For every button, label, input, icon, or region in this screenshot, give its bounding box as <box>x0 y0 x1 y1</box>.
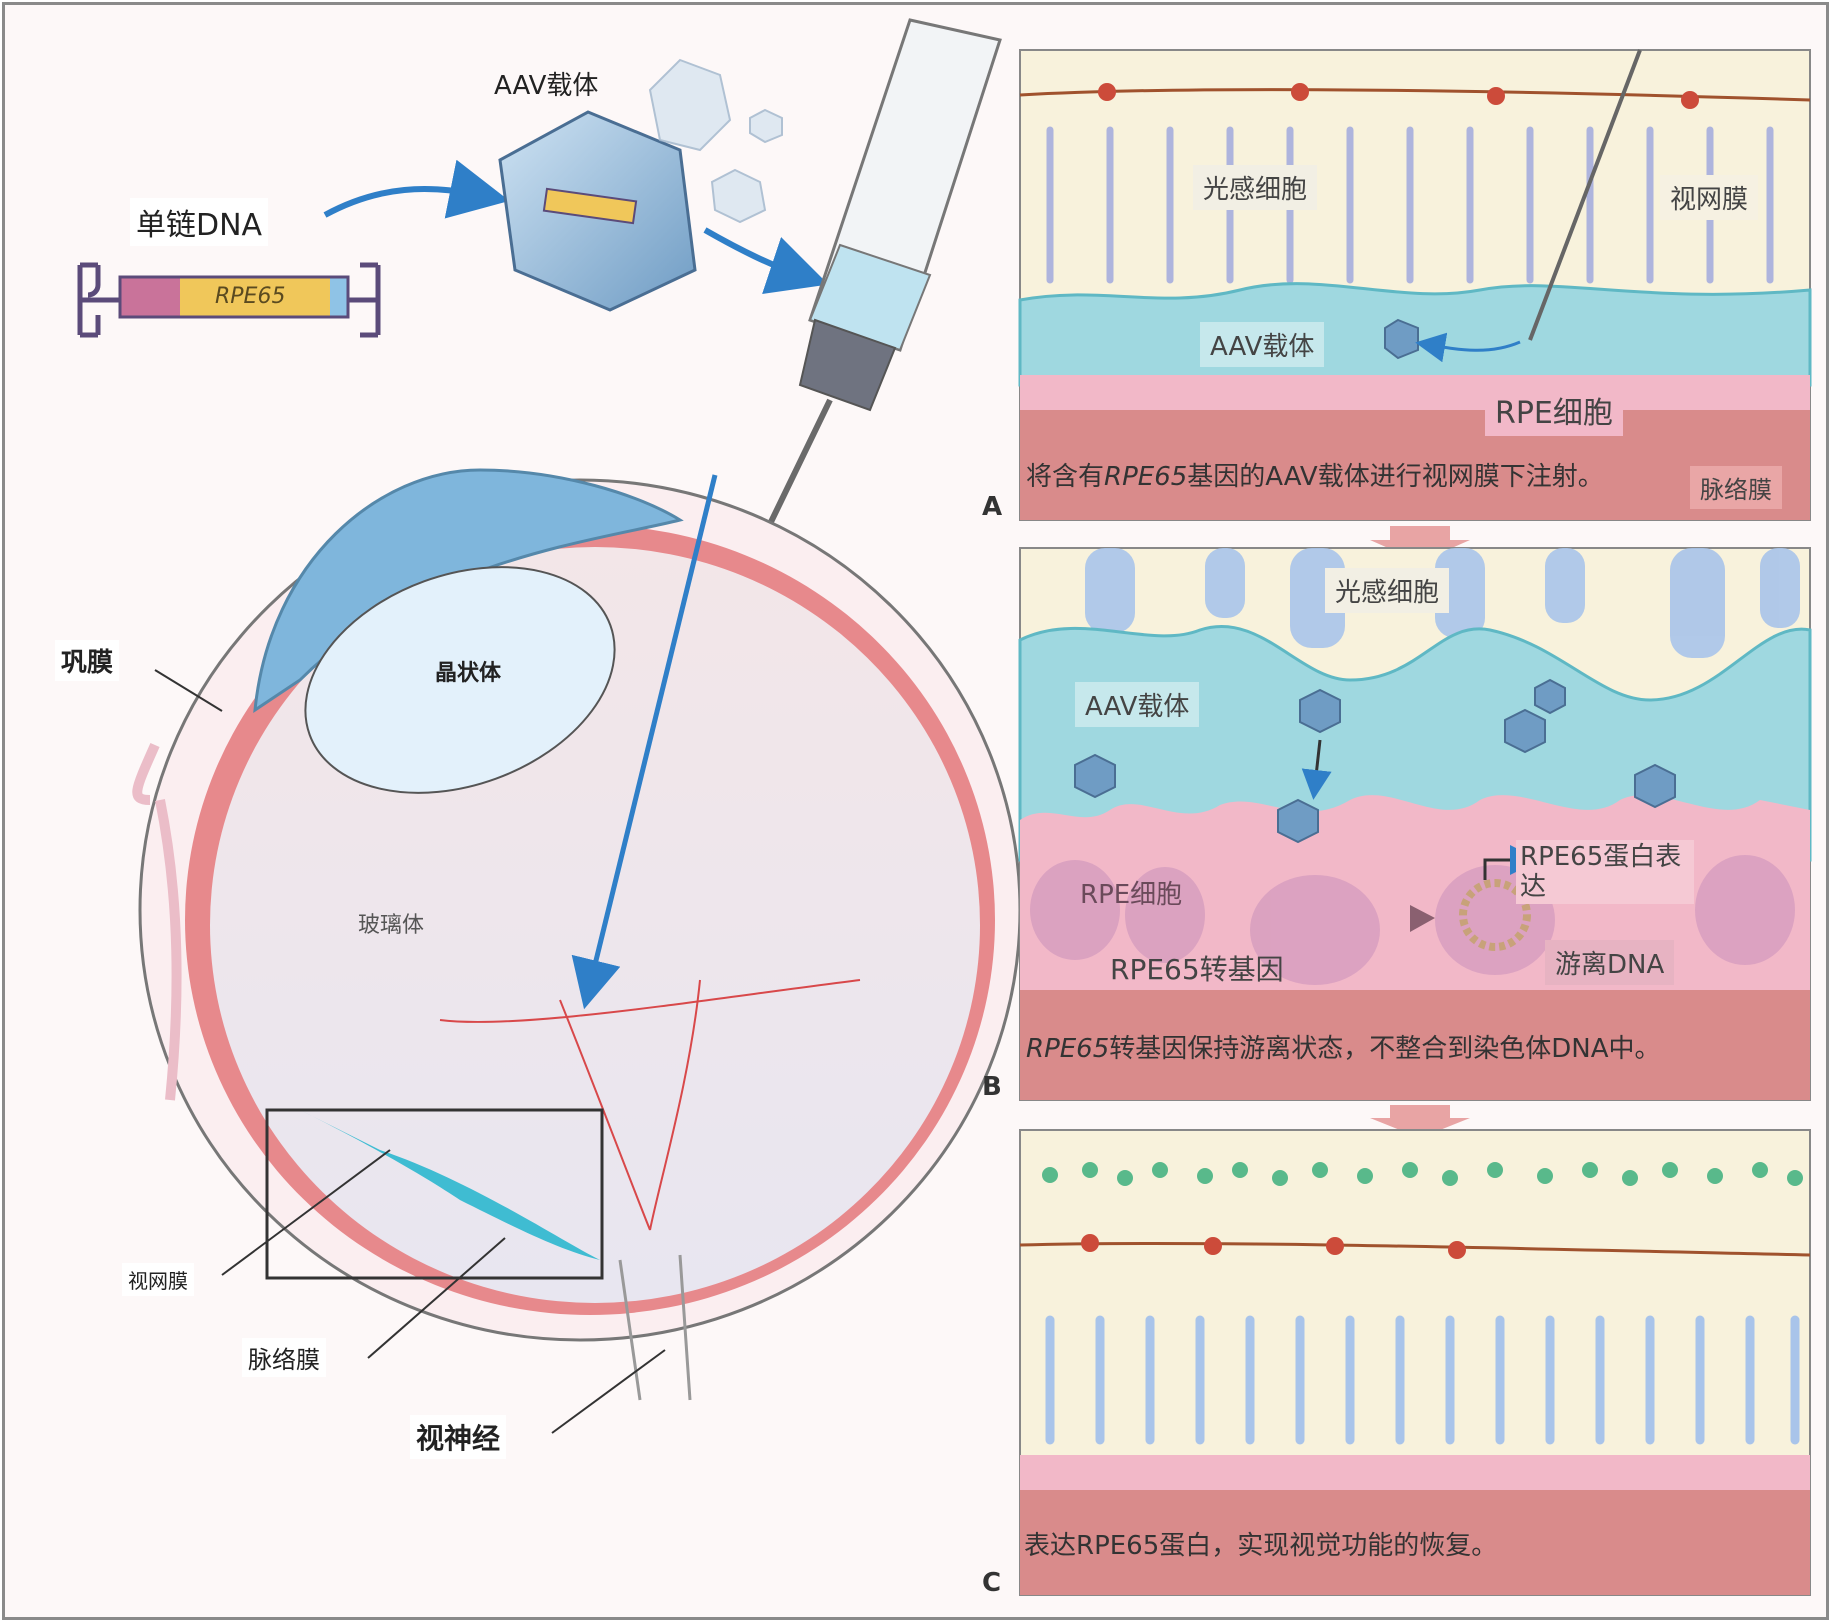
panel-b-expression-label: RPE65蛋白表达 <box>1516 840 1694 904</box>
ssdna-construct <box>77 262 381 338</box>
transition-arrow-bc <box>1370 1105 1470 1138</box>
leader-line <box>367 1237 506 1359</box>
arrow-dna-to-aav <box>323 159 510 219</box>
gene-segment-label: RPE65 <box>215 284 286 309</box>
panel-a-photoreceptors-label: 光感细胞 <box>1193 165 1318 210</box>
flow-arrow <box>571 474 718 1010</box>
panel-b-letter: B <box>982 1072 1002 1102</box>
panel-b <box>1018 547 1812 1101</box>
panel-c-caption: 表达RPE65蛋白，实现视觉功能的恢复。 <box>1024 1531 1498 1561</box>
optic-nerve <box>618 1254 692 1401</box>
aav-capsid-large <box>498 110 697 312</box>
transition-arrow-ab <box>1370 526 1470 562</box>
eyeball <box>132 468 1022 1401</box>
lens <box>304 566 616 794</box>
panel-b-rpe-label: RPE细胞 <box>1080 880 1183 910</box>
panel-a-caption: 将含有RPE65基因的AAV载体进行视网膜下注射。 <box>1026 462 1604 492</box>
ssdna-label: 单链DNA <box>130 198 269 246</box>
panel-c <box>1019 1129 1811 1596</box>
panel-b-transgene-label: RPE65转基因 <box>1110 953 1284 986</box>
sclera-label: 巩膜 <box>55 640 120 681</box>
panel-a-letter: A <box>982 492 1003 522</box>
leader-line <box>221 1149 391 1276</box>
panel-a-rpe-label: RPE细胞 <box>1485 384 1623 436</box>
retina-label: 视网膜 <box>122 1263 194 1296</box>
panel-a-choroid-label: 脉络膜 <box>1690 466 1782 509</box>
panel-c-letter: C <box>982 1568 1002 1598</box>
arrow-aav-to-syringe <box>703 227 829 294</box>
panel-a-retina-label: 视网膜 <box>1660 175 1759 220</box>
episome <box>1459 879 1531 951</box>
polya-segment <box>330 277 348 317</box>
choroid-label: 脉络膜 <box>242 1338 326 1377</box>
panel-b-caption: RPE65转基因保持游离状态，不整合到染色体DNA中。 <box>1026 1034 1661 1064</box>
aav-vector-label: AAV载体 <box>494 71 599 101</box>
leader-line <box>551 1349 666 1434</box>
panel-a <box>1018 49 1812 521</box>
optic-nerve-label: 视神经 <box>410 1415 507 1459</box>
rpe65-segment <box>180 277 330 317</box>
panel-a-aav-label: AAV载体 <box>1200 322 1325 367</box>
aav-capsid-small <box>648 58 732 152</box>
zoom-box <box>265 1108 604 1280</box>
vitreous-label: 玻璃体 <box>358 913 425 938</box>
leader-line <box>154 669 223 712</box>
promoter-segment <box>120 277 180 317</box>
aav-capsid-small <box>710 168 767 224</box>
panel-b-aav-label: AAV载体 <box>1075 682 1200 727</box>
aav-capsid-small <box>749 108 783 144</box>
panel-b-episomal-dna-label: 游离DNA <box>1545 940 1675 985</box>
lens-label: 晶状体 <box>435 661 502 686</box>
panel-b-photoreceptors-label: 光感细胞 <box>1325 568 1450 613</box>
subretinal-bleb <box>300 1110 600 1260</box>
